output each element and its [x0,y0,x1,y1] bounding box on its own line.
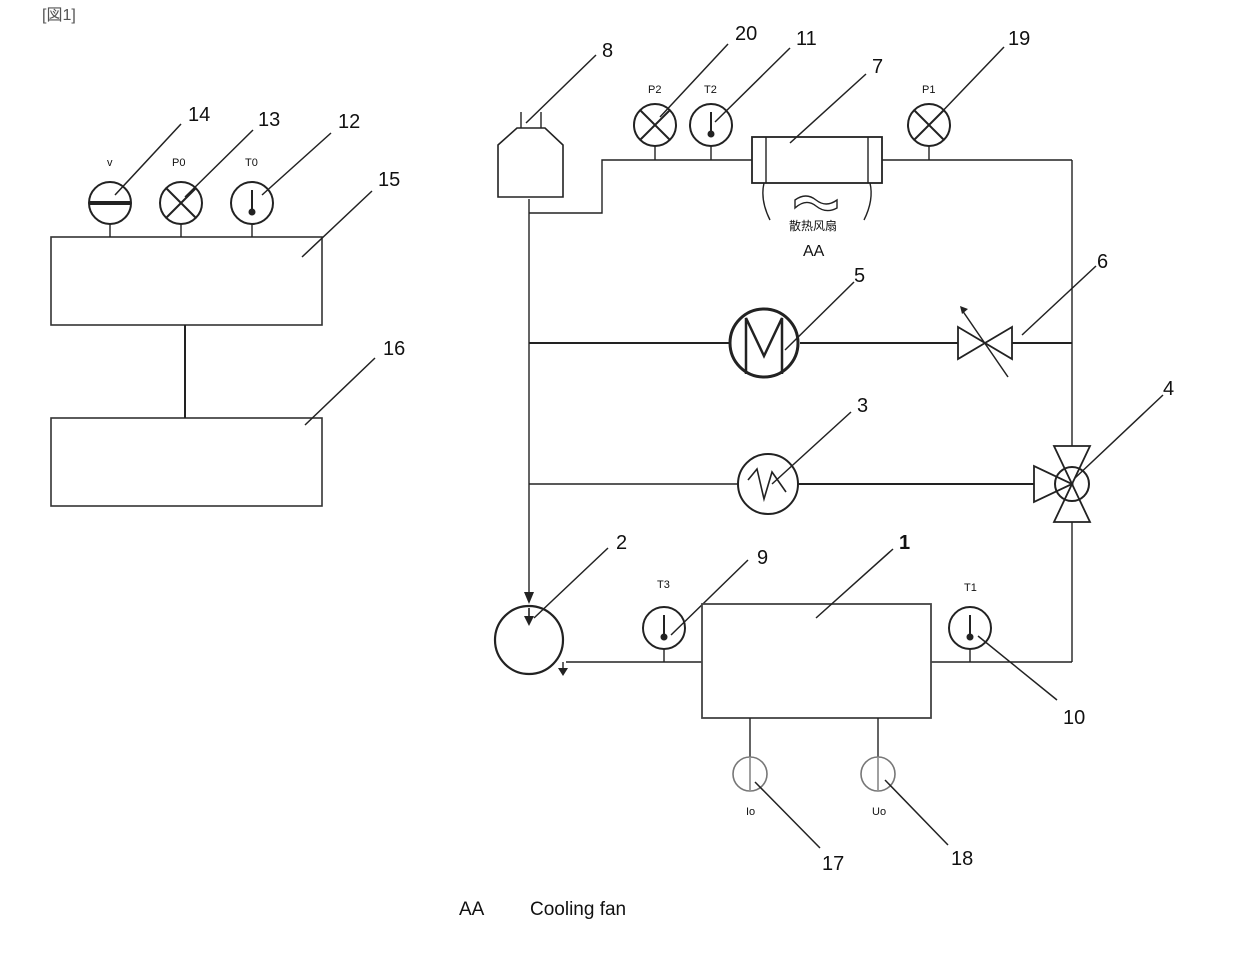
t2-label: T2 [704,84,717,96]
ref-num-3: 3 [857,395,868,417]
p1-label: P1 [922,84,935,96]
t1-label: T1 [964,582,977,594]
figure-header: [図1] [42,7,76,24]
leader-15 [302,191,372,257]
controller-box-15 [51,237,322,325]
three-way-valve-icon [1034,446,1090,522]
speed-sensor-icon [89,182,131,237]
controller-box-16 [51,418,322,506]
leader-10 [978,636,1057,700]
pump-icon [495,606,563,674]
ref-num-17: 17 [822,853,844,875]
fan-code-label: AA [803,243,825,260]
ref-num-5: 5 [854,265,865,287]
t3-label: T3 [657,579,670,591]
ref-num-12: 12 [338,111,360,133]
pressure-sensor-p2-icon [634,104,676,160]
pressure-sensor-label: P0 [172,157,185,169]
ref-num-19: 19 [1008,28,1030,50]
leader-7 [790,74,866,143]
ref-num-4: 4 [1163,378,1174,400]
leader-3 [772,412,851,484]
leader-16 [305,358,375,425]
leader-2 [534,548,608,618]
thermometer-label: T0 [245,157,258,169]
ref-num-11: 11 [796,28,817,50]
ref-num-18: 18 [951,848,973,870]
uo-label: Uo [872,806,886,818]
heater-icon [730,309,798,377]
thermometer-t3-icon [643,607,685,662]
leader-6 [1022,266,1096,335]
ref-num-8: 8 [602,40,613,62]
ref-num-20: 20 [735,23,757,45]
legend-code: AA [459,899,485,920]
leader-11 [715,48,790,122]
voltage-sensor-icon [861,718,895,791]
fan-chinese-label: 散热风扇 [789,218,837,233]
io-label: Io [746,806,755,818]
ref-num-14: 14 [188,104,210,126]
throttle-valve-icon [958,306,1012,377]
leader-5 [785,282,854,350]
heat-exchanger-icon [738,454,798,514]
expansion-tank [498,112,563,197]
leader-19 [936,47,1004,118]
leader-12 [262,133,331,195]
ref-num-2: 2 [616,532,627,554]
leader-8 [526,55,596,123]
pressure-sensor-icon [160,182,202,237]
p2-label: P2 [648,84,661,96]
ref-num-16: 16 [383,338,405,360]
ref-num-15: 15 [378,169,400,191]
cooling-fan-icon [795,196,837,211]
ref-num-10: 10 [1063,707,1085,729]
coolant-pipes [524,160,1072,676]
ref-num-7: 7 [872,56,883,78]
legend-text: Cooling fan [530,899,626,920]
ref-num-13: 13 [258,109,280,131]
ref-num-6: 6 [1097,251,1108,273]
thermometer-t1-icon [949,607,991,662]
current-sensor-icon [733,718,767,791]
ref-num-9: 9 [757,547,768,569]
leader-18 [885,780,948,845]
ref-num-1: 1 [899,532,910,554]
main-component-box [702,604,931,718]
leader-17 [755,782,820,848]
leader-4 [1075,395,1163,478]
pressure-sensor-p1-icon [908,104,950,160]
speed-sensor-label: v [107,157,113,169]
